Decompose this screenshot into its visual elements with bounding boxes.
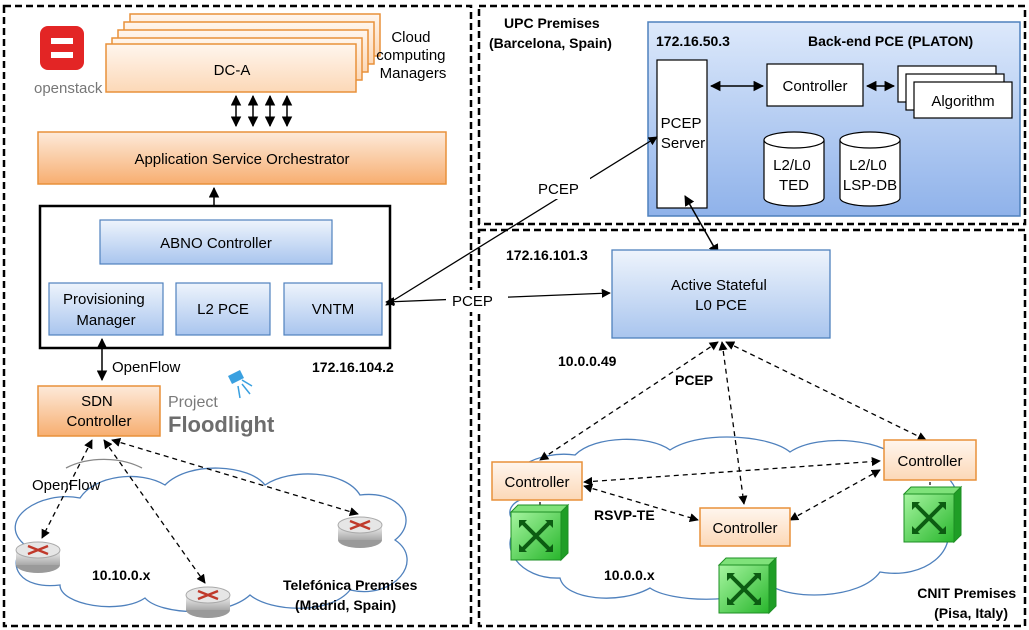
- rsvp-te-label: RSVP-TE: [594, 507, 655, 523]
- upc-controller-box: [766, 63, 864, 107]
- cnit-ip-label: 172.16.101.3: [506, 247, 588, 263]
- router-icon: [185, 586, 231, 618]
- cnit-premises-label: CNIT Premises (Pisa, Italy): [917, 585, 1020, 621]
- active-pce-box: [611, 249, 831, 339]
- sdn-controller-label: SDN Controller: [66, 393, 131, 430]
- telefonica-subnet-label: 10.10.0.x: [92, 567, 151, 583]
- telefonica-region: [2, 4, 473, 628]
- cnit-ip2-label: 10.0.0.49: [558, 353, 617, 369]
- backend-pce-box: [647, 21, 1021, 217]
- algorithm-stack: Algorithm: [897, 65, 1013, 119]
- svg-text:Project: Project: [168, 394, 218, 411]
- cnit-controller-mid-label: Controller: [712, 520, 777, 537]
- upc-region: [477, 4, 1027, 226]
- cloud-managers-label: Cloud computing Managers: [376, 29, 449, 82]
- vntm-label: VNTM: [312, 301, 355, 318]
- telefonica-premises-label: Telefónica Premises (Madrid, Spain): [283, 577, 421, 613]
- pcep-dashed-links: [539, 341, 927, 523]
- abno-controller-box: [99, 219, 333, 265]
- cnit-controller-left: [491, 461, 583, 501]
- active-pce-label: Active Stateful L0 PCE: [671, 277, 771, 314]
- optical-switch-icon: [717, 556, 778, 615]
- cnit-region: [477, 228, 1027, 628]
- l2-pce-label: L2 PCE: [197, 301, 249, 318]
- openstack-wordmark: openstack: [34, 80, 103, 97]
- vntm-box: [283, 282, 383, 336]
- abno-ip-label: 172.16.104.2: [312, 359, 394, 375]
- svg-text:Floodlight: Floodlight: [168, 412, 275, 437]
- provisioning-manager-label: Provisioning Manager: [63, 291, 149, 329]
- backend-pce-title: Back-end PCE (PLATON): [808, 33, 973, 49]
- aso-label: Application Service Orchestrator: [134, 151, 349, 168]
- pcep-server-label: PCEP Server: [661, 115, 706, 152]
- pcep-middle-bg: [446, 290, 508, 312]
- pcep-vntm-server-link: [385, 136, 658, 306]
- floodlight-logo: Project Floodlight: [168, 370, 275, 437]
- abno-controller-label: ABNO Controller: [160, 235, 272, 252]
- dc-a-stack: DC-A: [105, 13, 381, 93]
- optical-switch-icon: [902, 485, 963, 544]
- ted-database-icon: L2/L0 TED: [763, 131, 825, 207]
- upc-controller-label: Controller: [782, 78, 847, 95]
- upc-ip-label: 172.16.50.3: [656, 33, 730, 49]
- provisioning-manager-box: [48, 282, 164, 336]
- cnit-controller-right: [883, 439, 977, 481]
- openflow-top-label: OpenFlow: [112, 359, 181, 376]
- pcep-upper-bg: [530, 177, 590, 199]
- router-icon: [15, 541, 61, 573]
- l2-pce-box: [175, 282, 271, 336]
- pcep-lower-label: PCEP: [675, 372, 713, 388]
- openstack-logo: openstack: [34, 26, 103, 97]
- optical-switch-icon: [509, 503, 570, 562]
- cnit-controller-right-label: Controller: [897, 453, 962, 470]
- lspdb-database-icon: L2/L0 LSP-DB: [839, 131, 901, 207]
- router-icon: [337, 516, 383, 548]
- server-pce-link: [684, 195, 719, 255]
- cnit-subnet-label: 10.0.0.x: [604, 567, 655, 583]
- svg-text:L2/L0 TED: L2/L0 TED: [773, 157, 815, 194]
- pcep-middle-label: PCEP: [452, 293, 493, 310]
- openflow-arc: [65, 458, 143, 469]
- pcep-upper-label: PCEP: [538, 181, 579, 198]
- algorithm-label: Algorithm: [931, 93, 994, 110]
- cnit-controller-mid: [699, 507, 791, 547]
- pcep-server-box: [656, 59, 708, 209]
- sdn-controller-box: [37, 385, 161, 437]
- svg-text:L2/L0 LSP-DB: L2/L0 LSP-DB: [843, 157, 897, 194]
- dc-a-label: DC-A: [214, 62, 251, 79]
- cnit-controller-left-label: Controller: [504, 474, 569, 491]
- upc-premises-label: UPC Premises (Barcelona, Spain): [489, 15, 612, 51]
- sdn-dashed-links: [41, 438, 359, 584]
- dc-aso-arrows: [230, 94, 293, 128]
- aso-box: [37, 131, 447, 185]
